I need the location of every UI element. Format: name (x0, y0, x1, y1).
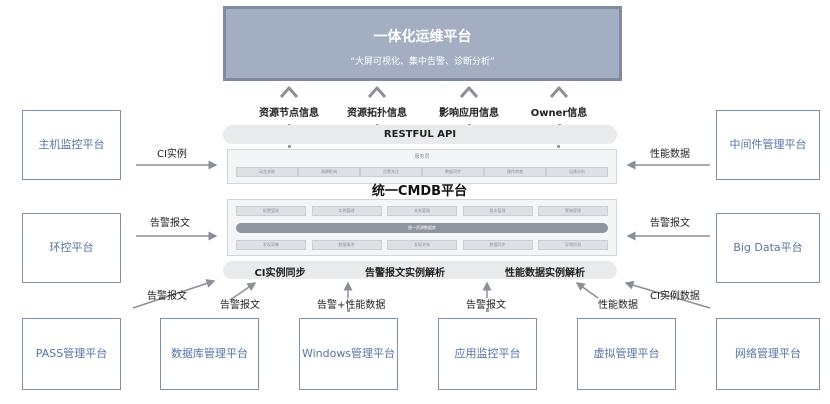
chevron-up-icon (367, 86, 387, 98)
bottom-ticks (347, 309, 489, 312)
cmdb-core-panel: 配置管理 实例管理 关系管理 版本管理 策略管理 统一资源数据库 发现采集 数据… (227, 199, 617, 256)
chevron-up-icons (279, 86, 569, 98)
core-chip: 异常检测 (538, 240, 608, 250)
arrow-label-right-alarm: 告警报文 (650, 218, 690, 229)
arrow-label-virtual: 性能数据 (598, 300, 638, 311)
ingest-label-ci-sync: CI实例同步 (254, 268, 306, 279)
arrow-bottom-pass (132, 279, 216, 309)
service-panel-title: 服务层 (414, 154, 430, 160)
arrow-label-right-perf: 性能数据 (650, 149, 690, 160)
info-label-resource-topology: 资源拓扑信息 (347, 108, 407, 119)
tick-mark (486, 309, 489, 312)
platform-virtualization: 虚拟管理平台 (577, 318, 676, 390)
platform-network: 网络管理平台 (716, 318, 820, 390)
service-chip: 动态关联 (236, 167, 298, 177)
platform-environment-control: 环控平台 (22, 213, 121, 283)
chevron-up-icon (459, 86, 479, 98)
core-chip: 策略管理 (538, 206, 608, 216)
service-chip: 故障影响 (298, 167, 360, 177)
chevron-up-icon (279, 86, 299, 98)
unified-resource-db-bar: 统一资源数据库 (236, 223, 608, 233)
service-chip-row: 动态关联 故障影响 告警关注 数据同步 操作审查 运维分析 (236, 167, 608, 177)
tick-mark (557, 145, 560, 148)
chevron-up-icon (549, 86, 569, 98)
service-chip: 运维分析 (546, 167, 608, 177)
service-chip: 数据同步 (422, 167, 484, 177)
core-chip: 关系管理 (387, 206, 457, 216)
platform-middleware: 中间件管理平台 (716, 110, 820, 180)
arrow-label-left-alarm: 告警报文 (150, 218, 190, 229)
restful-api-bar: RESTFUL API (223, 125, 617, 144)
ingest-label-alarm-parse: 告警报文实例解析 (365, 268, 445, 279)
arrow-bottom-network (624, 280, 711, 309)
core-chip: 发现关系 (387, 240, 457, 250)
core-chip: 配置管理 (236, 206, 306, 216)
tick-mark (288, 145, 291, 148)
service-chip: 操作审查 (484, 167, 546, 177)
platform-app-monitoring: 应用监控平台 (438, 318, 537, 390)
info-label-owner: Owner信息 (530, 108, 588, 119)
platform-windows: Windows管理平台 (299, 318, 398, 390)
arrow-label-appmon: 告警报文 (466, 300, 506, 311)
info-label-affected-app: 影响应用信息 (439, 108, 499, 119)
arrow-bottom-virtual (575, 282, 599, 299)
cmdb-title: 统一CMDB平台 (352, 185, 487, 199)
core-chip: 数据清洗 (311, 240, 382, 250)
arrow-label-network: CI实例数据 (650, 291, 700, 302)
core-chip-row-2: 发现采集 数据清洗 发现关系 数据同步 异常检测 (236, 240, 608, 250)
ingest-label-perf-parse: 性能数据实例解析 (505, 268, 585, 279)
arrow-label-left-ci: CI实例 (157, 149, 187, 160)
arrow-label-pass: 告警报文 (147, 291, 187, 302)
core-chip: 版本管理 (462, 206, 533, 216)
core-chip: 数据同步 (462, 240, 533, 250)
cmdb-service-panel: 服务层 动态关联 故障影响 告警关注 数据同步 操作审查 运维分析 (227, 149, 617, 184)
service-chip: 告警关注 (360, 167, 422, 177)
platform-database: 数据库管理平台 (160, 318, 259, 390)
arrow-label-windows: 告警+性能数据 (317, 300, 386, 311)
core-chip-row-1: 配置管理 实例管理 关系管理 版本管理 策略管理 (236, 206, 608, 216)
platform-pass: PASS管理平台 (22, 318, 121, 390)
platform-host-monitoring: 主机监控平台 (22, 110, 121, 180)
info-label-resource-node: 资源节点信息 (259, 108, 319, 119)
ingest-parse-bar: CI实例同步 告警报文实例解析 性能数据实例解析 (223, 261, 617, 279)
core-chip: 实例管理 (311, 206, 382, 216)
arrow-bottom-db (229, 282, 257, 301)
arrows (132, 160, 711, 309)
platform-big-data: Big Data平台 (716, 213, 820, 283)
top-platform-subtitle: “大屏可视化、集中告警、诊断分析” (350, 57, 495, 67)
top-platform-box: 一体化运维平台 “大屏可视化、集中告警、诊断分析” (223, 6, 622, 81)
arrow-label-db: 告警报文 (220, 300, 260, 311)
top-platform-title: 一体化运维平台 (373, 29, 472, 45)
tick-mark (347, 309, 350, 312)
core-chip: 发现采集 (236, 240, 306, 250)
